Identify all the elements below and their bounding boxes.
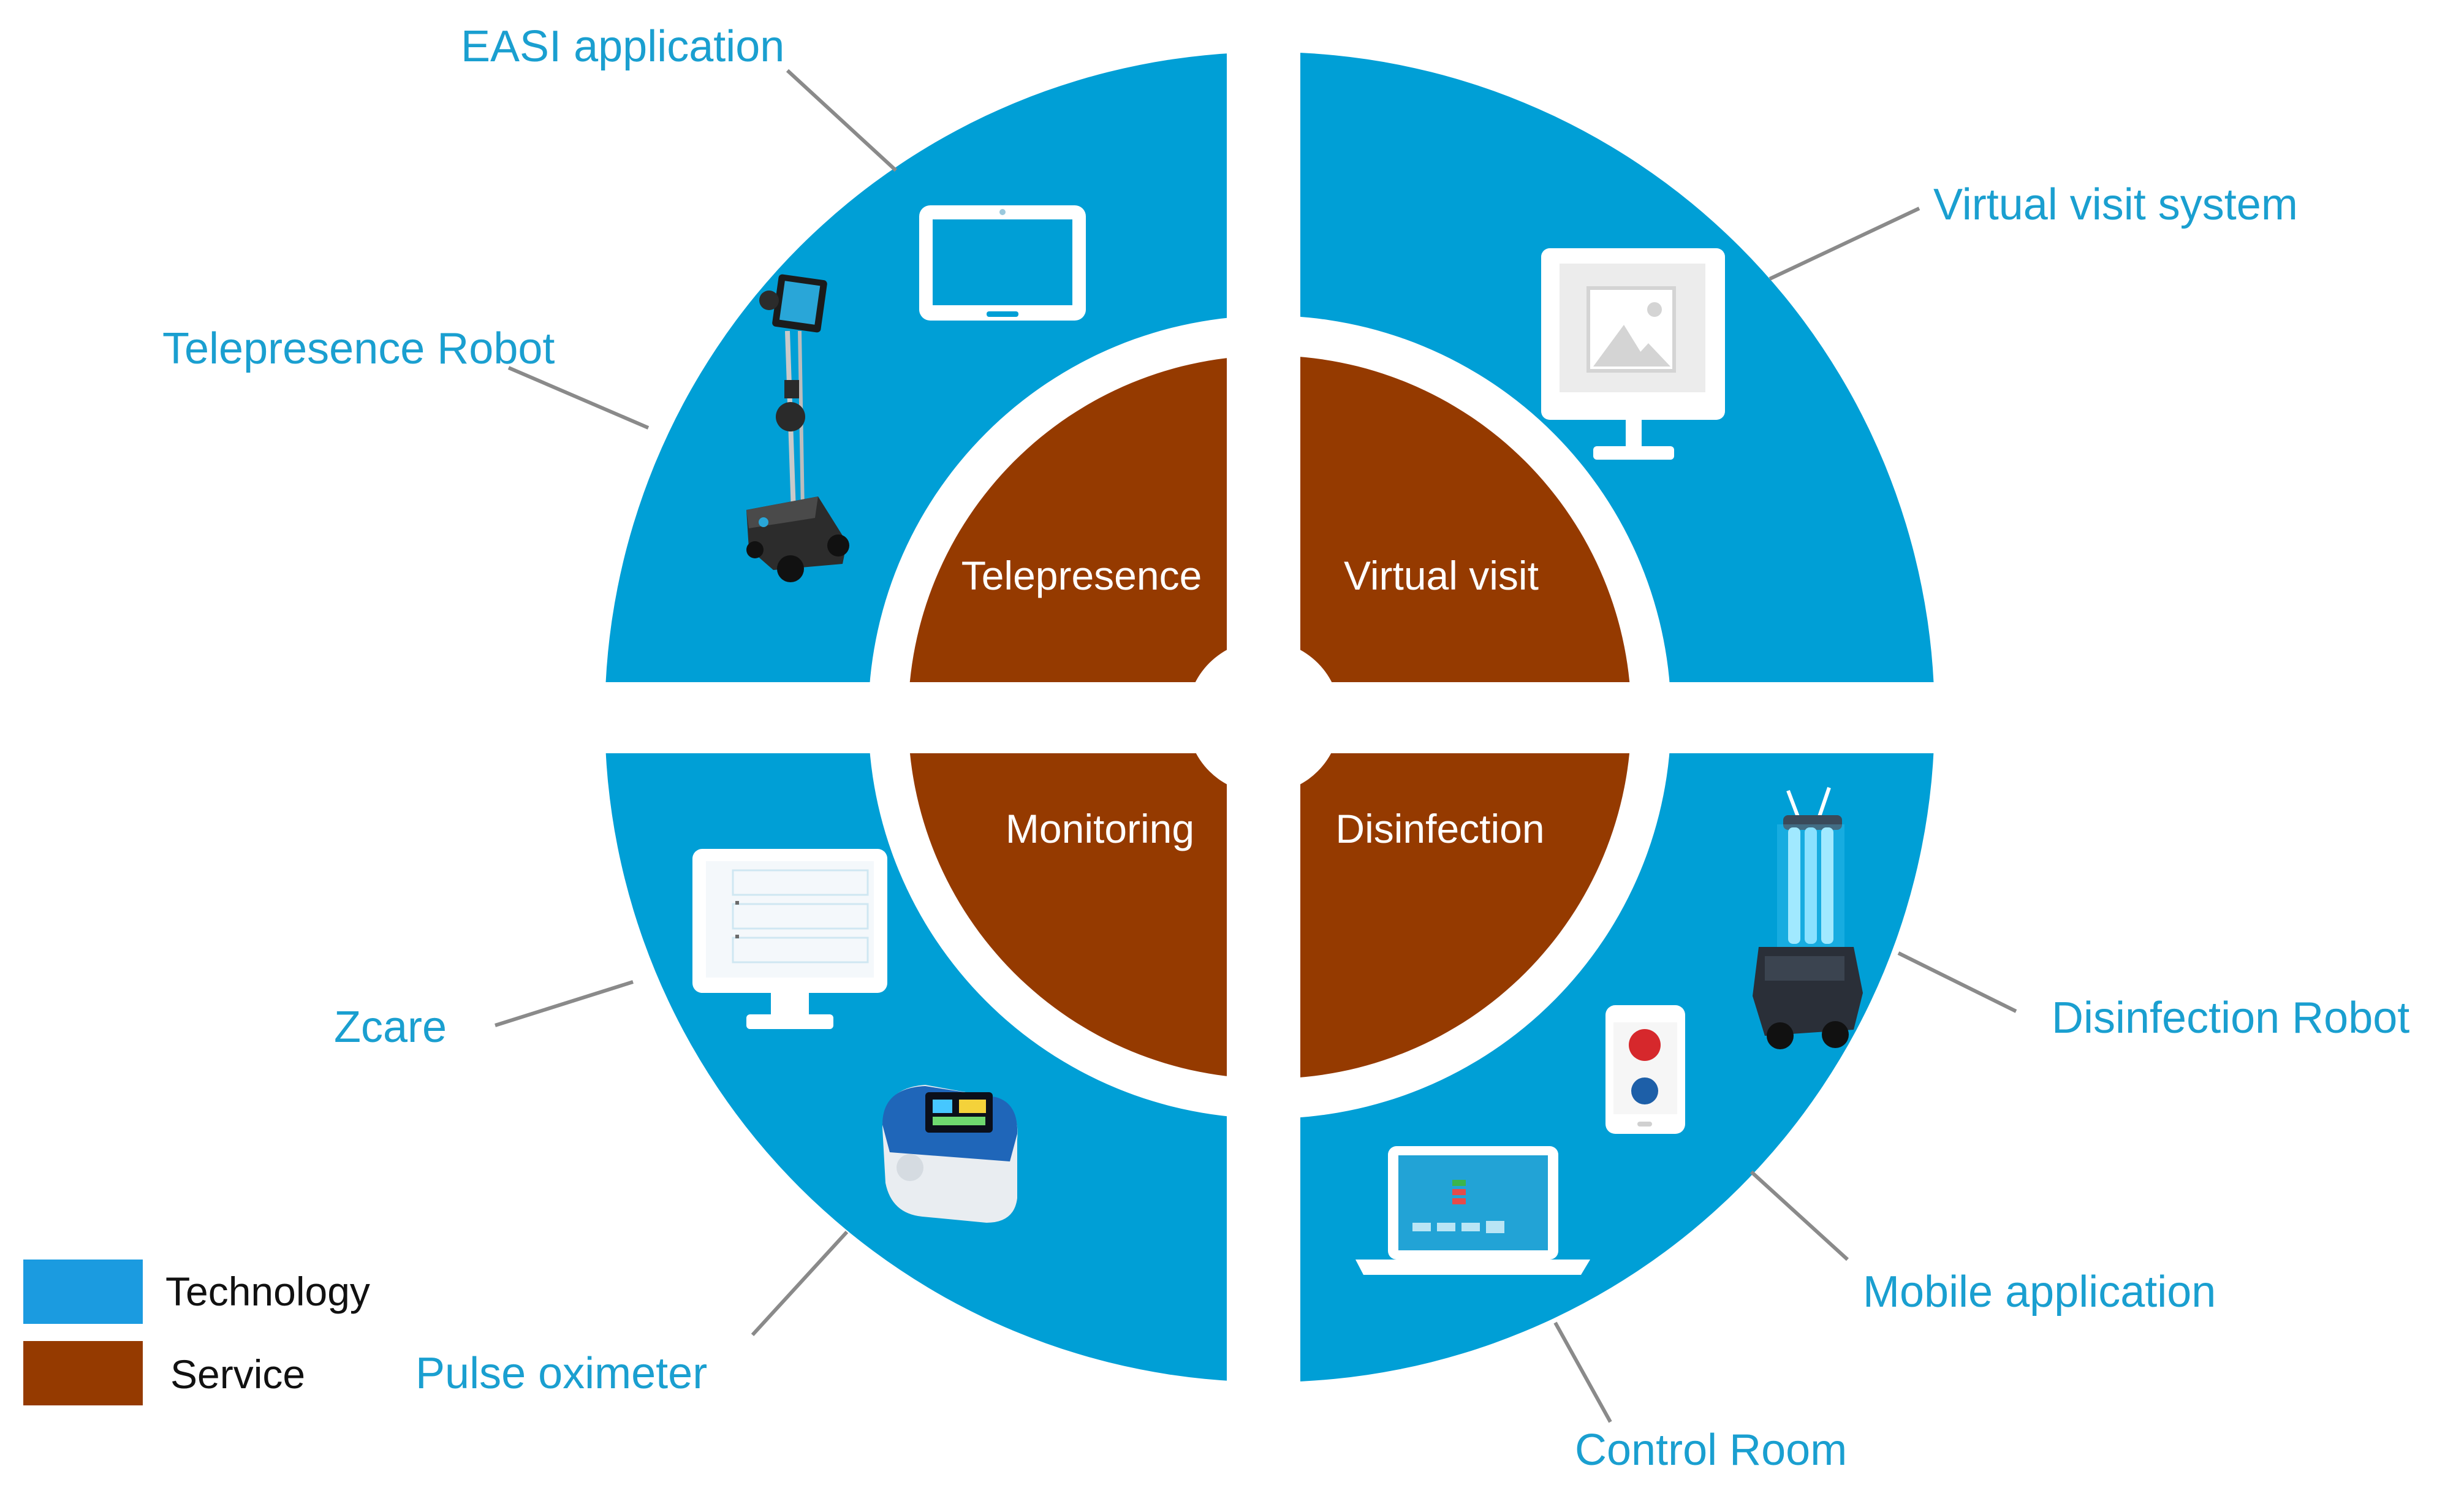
leader-mobile-application (1749, 1170, 1849, 1261)
label-pulse-oximeter: Pulse oximeter (415, 1349, 707, 1398)
legend-swatch-service (23, 1341, 143, 1405)
uv-robot-icon (1753, 787, 1863, 1049)
phone-icon (1605, 1005, 1685, 1134)
service-virtual-visit: Virtual visit (1344, 553, 1539, 598)
service-telepresence: Telepresence (961, 553, 1202, 598)
legend: Technology Service (23, 1260, 370, 1405)
label-mobile-application: Mobile application (1863, 1267, 2216, 1317)
leader-pulse-oximeter (751, 1230, 849, 1337)
label-easi-application: EASI application (461, 22, 784, 71)
service-disinfection: Disinfection (1335, 806, 1544, 851)
monitor-chart-icon (692, 849, 887, 1029)
label-control-room: Control Room (1575, 1426, 1847, 1475)
leader-telepresence-robot (507, 366, 650, 430)
leader-zcare (495, 980, 634, 1027)
telepresence-robot-icon (746, 274, 849, 582)
leader-disinfection-robot (1897, 951, 2017, 1013)
legend-label-service: Service (170, 1351, 305, 1397)
tablet-icon (919, 205, 1086, 321)
label-zcare: Zcare (334, 1003, 447, 1052)
label-telepresence-robot: Telepresence Robot (162, 324, 555, 373)
center-hub (1187, 640, 1340, 794)
legend-label-technology: Technology (165, 1269, 370, 1314)
label-disinfection-robot: Disinfection Robot (2052, 994, 2409, 1043)
leader-control-room (1553, 1321, 1612, 1423)
service-monitoring: Monitoring (1006, 806, 1194, 851)
leader-virtual-visit-system (1768, 207, 1920, 281)
laptop-icon (1355, 1146, 1590, 1275)
leader-easi-application (786, 69, 898, 172)
pulse-oximeter-icon (882, 1085, 1018, 1223)
monitor-image-icon (1541, 248, 1725, 460)
label-virtual-visit-system: Virtual visit system (1933, 180, 2298, 229)
legend-swatch-technology (23, 1260, 143, 1324)
